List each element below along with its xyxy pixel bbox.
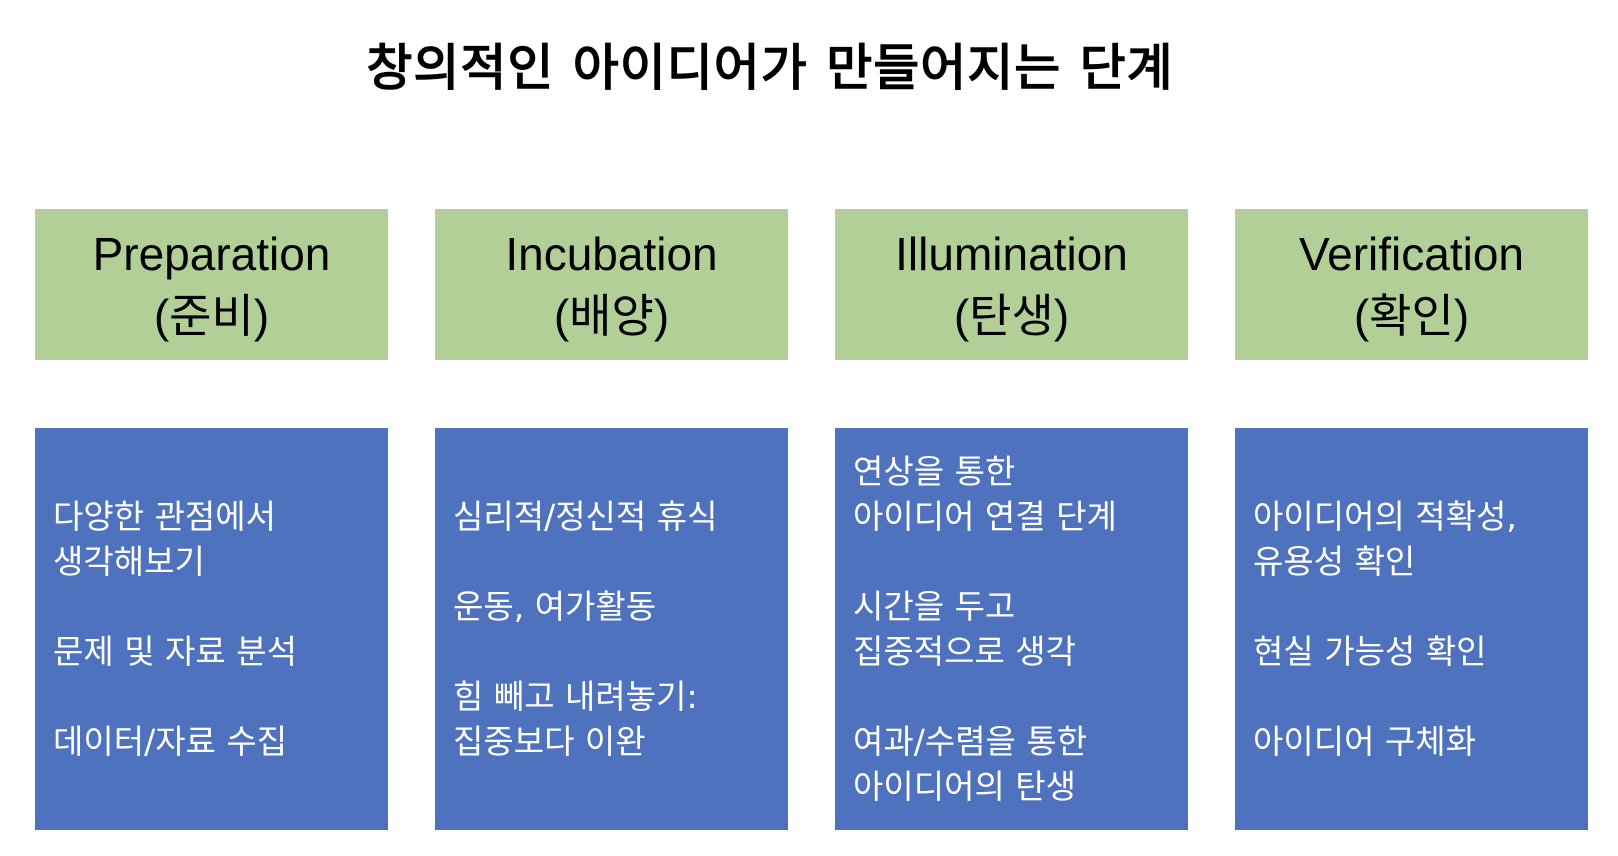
stage-item: 현실 가능성 확인: [1253, 632, 1487, 671]
stage-header-verification: Verification (확인): [1235, 209, 1588, 360]
stage-korean-label: (배양): [553, 289, 670, 342]
stage-header-incubation: Incubation (배양): [435, 209, 788, 360]
stage-name: Incubation: [505, 227, 718, 280]
stage-item: 힘 빼고 내려놓기: 집중보다 이완: [453, 677, 698, 761]
stage-item: 데이터/자료 수집: [53, 722, 288, 761]
stage-header-preparation: Preparation (준비): [35, 209, 388, 360]
stage-item: 연상을 통한 아이디어 연결 단계: [853, 452, 1117, 536]
stage-body-verification: 아이디어의 적확성, 유용성 확인 현실 가능성 확인 아이디어 구체화: [1235, 428, 1588, 830]
stage-korean-label: (확인): [1353, 289, 1470, 342]
stage-header-illumination: Illumination (탄생): [835, 209, 1188, 360]
stage-body-illumination: 연상을 통한 아이디어 연결 단계 시간을 두고 집중적으로 생각 여과/수렴을…: [835, 428, 1188, 830]
stage-item: 심리적/정신적 휴식: [453, 497, 718, 536]
stage-item: 여과/수렴을 통한 아이디어의 탄생: [853, 722, 1088, 806]
stage-item: 아이디어 구체화: [1253, 722, 1477, 761]
stage-body-incubation: 심리적/정신적 휴식 운동, 여가활동 힘 빼고 내려놓기: 집중보다 이완: [435, 428, 788, 830]
stage-item: 시간을 두고 집중적으로 생각: [853, 587, 1077, 671]
stage-name: Illumination: [895, 227, 1128, 280]
page-title: 창의적인 아이디어가 만들어지는 단계: [366, 39, 1174, 97]
stage-korean-label: (탄생): [953, 289, 1070, 342]
stage-body-preparation: 다양한 관점에서 생각해보기 문제 및 자료 분석 데이터/자료 수집: [35, 428, 388, 830]
stage-name: Preparation: [92, 227, 331, 280]
stage-item: 문제 및 자료 분석: [53, 632, 297, 671]
stage-name: Verification: [1298, 227, 1524, 280]
stage-korean-label: (준비): [153, 289, 270, 342]
stage-item: 운동, 여가활동: [453, 587, 657, 626]
stage-item: 아이디어의 적확성, 유용성 확인: [1253, 497, 1517, 581]
stage-item: 다양한 관점에서 생각해보기: [53, 497, 277, 581]
